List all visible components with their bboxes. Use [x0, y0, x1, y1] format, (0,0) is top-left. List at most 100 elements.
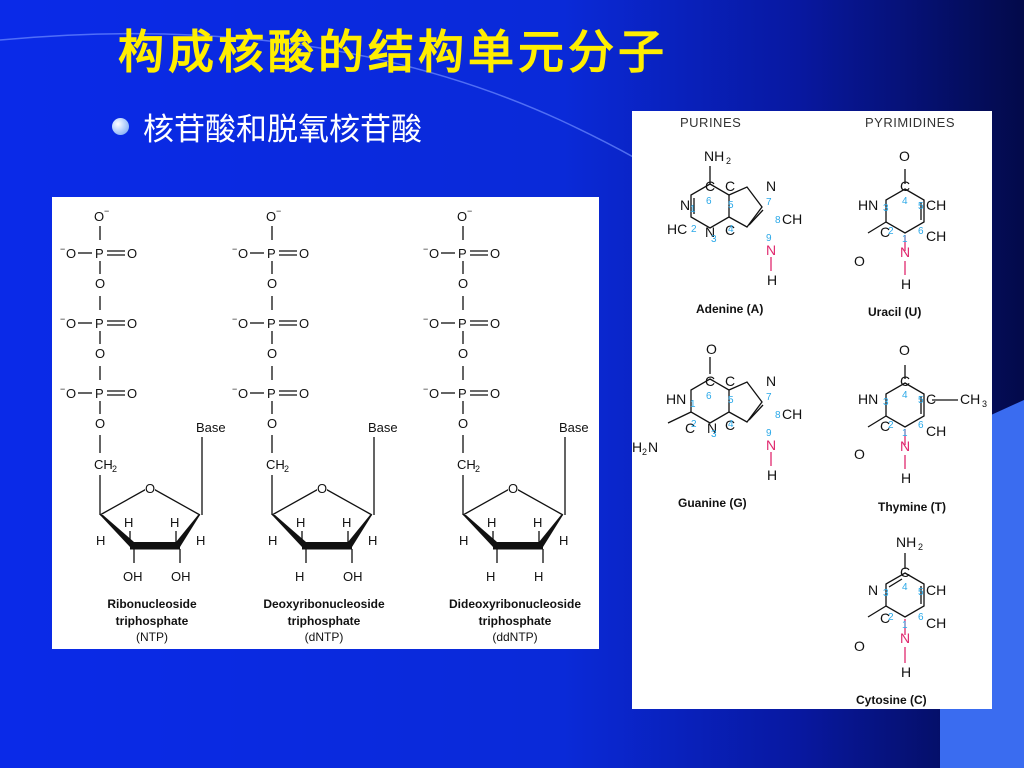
svg-text:4: 4 [902, 390, 908, 401]
oxygen-label: O [267, 346, 277, 361]
svg-text:5: 5 [918, 201, 924, 212]
svg-text:C: C [725, 178, 735, 194]
svg-text:5: 5 [918, 395, 924, 406]
oxygen-label: O [94, 209, 104, 224]
charge-label: − [60, 314, 65, 324]
base-label: Base [368, 420, 398, 435]
svg-text:6: 6 [918, 612, 924, 623]
svg-text:H: H [901, 664, 911, 680]
svg-text:N: N [705, 224, 715, 240]
base-label: Base [196, 420, 226, 435]
h-label: H [487, 515, 496, 530]
h-label: H [559, 533, 568, 548]
oxygen-label: O [458, 276, 468, 291]
ch2-label: CH [266, 457, 285, 472]
oxygen-label: O [429, 386, 439, 401]
svg-text:CH: CH [926, 582, 946, 598]
nucleotide-abbr: (NTP) [136, 630, 168, 644]
svg-text:C: C [900, 564, 910, 580]
svg-text:C: C [705, 373, 715, 389]
svg-text:9: 9 [766, 233, 772, 244]
svg-text:H: H [767, 272, 777, 288]
uracil-label: Uracil (U) [868, 305, 921, 319]
phosphorus-label: P [95, 246, 104, 261]
svg-text:8: 8 [775, 215, 781, 226]
svg-text:C: C [725, 373, 735, 389]
svg-text:O: O [706, 341, 717, 357]
oxygen-label: O [238, 386, 248, 401]
svg-text:CH: CH [782, 406, 802, 422]
charge-label: − [232, 244, 237, 254]
charge-label: − [276, 206, 281, 216]
svg-text:1: 1 [902, 234, 908, 245]
svg-text:C: C [725, 222, 735, 238]
cytosine-label: Cytosine (C) [856, 693, 927, 707]
oxygen-label: O [458, 346, 468, 361]
c2-substituent: H [534, 569, 543, 584]
svg-text:2: 2 [642, 447, 647, 457]
oxygen-label: O [66, 316, 76, 331]
svg-text:N: N [707, 420, 717, 436]
svg-text:H: H [901, 276, 911, 292]
svg-text:5: 5 [918, 587, 924, 598]
svg-text:1: 1 [902, 620, 908, 631]
svg-text:HN: HN [666, 391, 686, 407]
svg-text:2: 2 [888, 420, 894, 431]
svg-text:7: 7 [766, 197, 772, 208]
svg-text:N: N [766, 178, 776, 194]
svg-text:CH: CH [960, 391, 980, 407]
svg-text:NH: NH [896, 534, 916, 550]
svg-text:6: 6 [706, 196, 712, 207]
svg-text:C: C [900, 373, 910, 389]
h-label: H [124, 515, 133, 530]
oxygen-label: O [266, 209, 276, 224]
nucleotide-abbr: (dNTP) [305, 630, 344, 644]
guanine-label: Guanine (G) [678, 496, 747, 510]
svg-text:2: 2 [691, 419, 697, 430]
oxygen-label: O [127, 386, 137, 401]
svg-text:H: H [767, 467, 777, 483]
oxygen-label: O [457, 209, 467, 224]
base-label: Base [559, 420, 589, 435]
adenine-structure [690, 166, 764, 229]
svg-text:5: 5 [728, 200, 734, 211]
svg-text:N: N [766, 242, 776, 258]
subscript-label: 2 [475, 464, 480, 474]
svg-text:8: 8 [775, 410, 781, 421]
svg-text:4: 4 [728, 224, 734, 235]
svg-text:HN: HN [858, 197, 878, 213]
phosphorus-label: P [267, 386, 276, 401]
svg-text:CH: CH [782, 211, 802, 227]
adenine-label: Adenine (A) [696, 302, 763, 316]
svg-text:6: 6 [918, 226, 924, 237]
oxygen-label: O [66, 386, 76, 401]
svg-text:C: C [880, 610, 890, 626]
svg-text:CH: CH [926, 197, 946, 213]
svg-text:3: 3 [883, 588, 889, 599]
phosphorus-label: P [458, 246, 467, 261]
svg-text:N: N [868, 582, 878, 598]
oxygen-label: O [299, 316, 309, 331]
phosphorus-label: P [267, 246, 276, 261]
ring-oxygen-label: O [145, 481, 155, 496]
charge-label: − [104, 206, 109, 216]
oxygen-label: O [429, 246, 439, 261]
oxygen-label: O [490, 316, 500, 331]
oxygen-label: O [429, 316, 439, 331]
svg-text:2: 2 [888, 226, 894, 237]
ch2-label: CH [457, 457, 476, 472]
cytosine-structure [867, 553, 925, 635]
svg-text:HC: HC [667, 221, 687, 237]
purines-header: PURINES [680, 115, 741, 130]
svg-text:N: N [900, 244, 910, 260]
h-label: H [533, 515, 542, 530]
subscript-label: 2 [284, 464, 289, 474]
svg-text:H: H [901, 470, 911, 486]
